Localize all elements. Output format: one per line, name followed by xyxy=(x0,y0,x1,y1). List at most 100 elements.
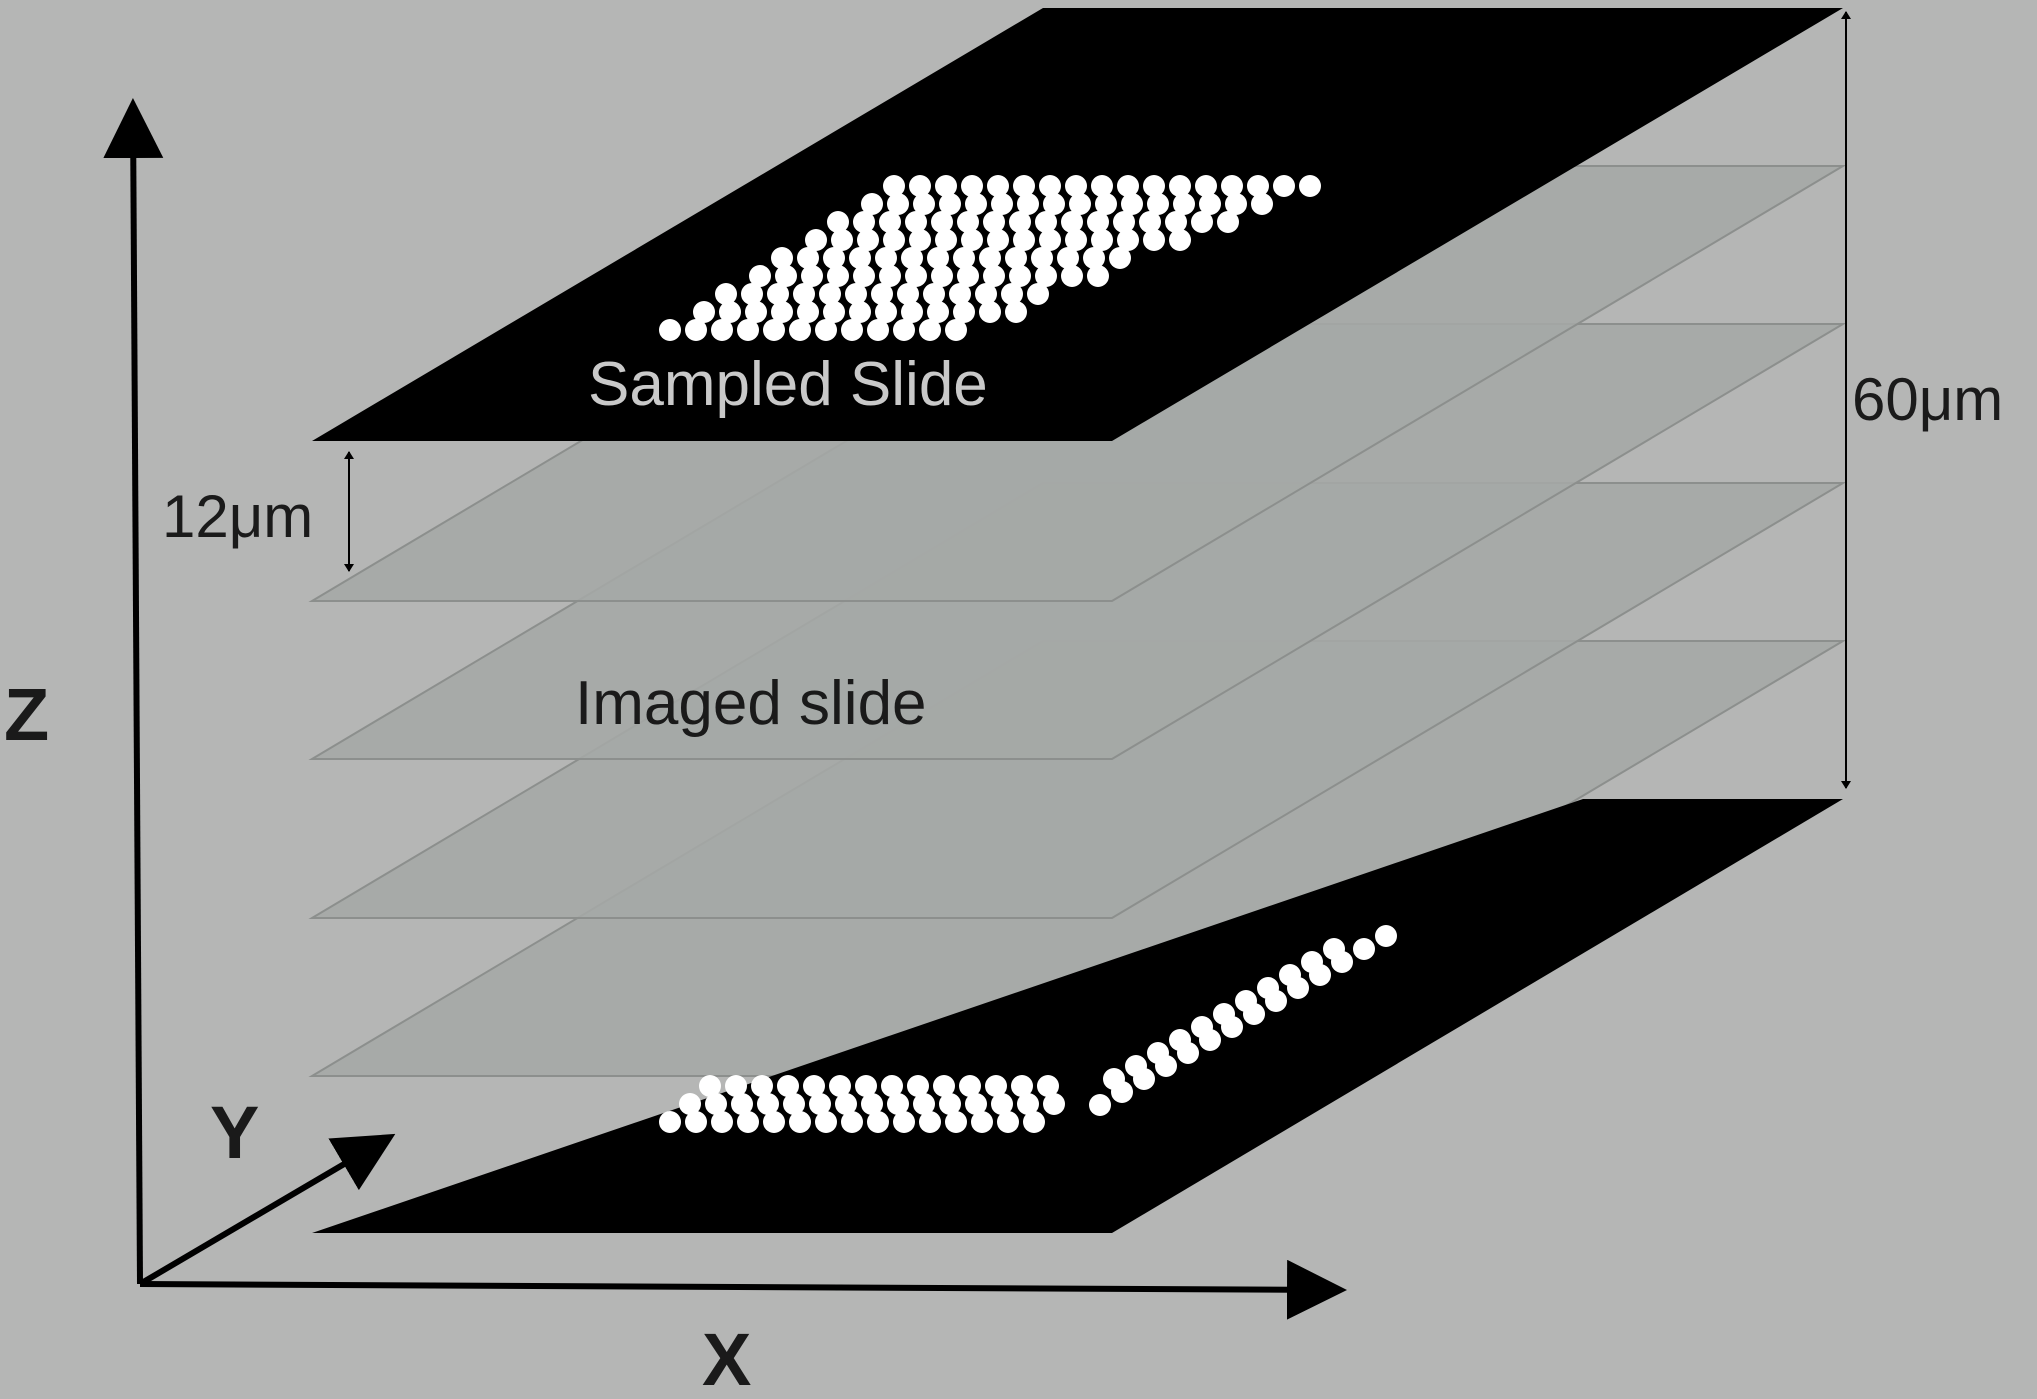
cell-dot xyxy=(991,193,1013,215)
cell-dot xyxy=(801,265,823,287)
cell-dot xyxy=(875,247,897,269)
cell-dot xyxy=(827,265,849,287)
y-axis-label: Y xyxy=(210,1091,259,1174)
cell-dot xyxy=(857,229,879,251)
cell-dot xyxy=(907,1075,929,1097)
cell-dot xyxy=(1121,193,1143,215)
cell-dot xyxy=(971,1111,993,1133)
cell-dot xyxy=(853,211,875,233)
cell-dot xyxy=(939,1093,961,1115)
cell-dot xyxy=(1273,175,1295,197)
imaged-slide-label: Imaged slide xyxy=(575,669,927,738)
cell-dot xyxy=(1265,990,1287,1012)
cell-dot xyxy=(1221,175,1243,197)
cell-dot xyxy=(693,301,715,323)
cell-dot xyxy=(927,247,949,269)
cell-dot xyxy=(1133,1068,1155,1090)
cell-dot xyxy=(731,1093,753,1115)
cell-dot xyxy=(1061,265,1083,287)
cell-dot xyxy=(1165,211,1187,233)
cell-dot xyxy=(797,301,819,323)
cell-dot xyxy=(819,283,841,305)
sampled-slide-label: Sampled Slide xyxy=(588,350,988,419)
cell-dot xyxy=(1225,193,1247,215)
cell-dot xyxy=(1199,1029,1221,1051)
x-axis-label: X xyxy=(702,1318,751,1394)
cell-dot xyxy=(887,1093,909,1115)
cell-dot xyxy=(897,283,919,305)
cell-dot xyxy=(715,283,737,305)
cell-dot xyxy=(979,301,1001,323)
cell-dot xyxy=(1039,175,1061,197)
cell-dot xyxy=(1017,1093,1039,1115)
cell-dot xyxy=(933,1075,955,1097)
cell-dot xyxy=(1091,175,1113,197)
cell-dot xyxy=(919,1111,941,1133)
cell-dot xyxy=(1191,211,1213,233)
cell-dot xyxy=(1309,964,1331,986)
cell-dot xyxy=(823,247,845,269)
cell-dot xyxy=(1001,283,1023,305)
cell-dot xyxy=(931,265,953,287)
cell-dot xyxy=(741,283,763,305)
cell-dot xyxy=(905,265,927,287)
cell-dot xyxy=(1087,211,1109,233)
cell-dot xyxy=(1023,1111,1045,1133)
cell-dot xyxy=(1065,229,1087,251)
cell-dot xyxy=(685,319,707,341)
cell-dot xyxy=(1287,977,1309,999)
cell-dot xyxy=(931,211,953,233)
cell-dot xyxy=(815,319,837,341)
cell-dot xyxy=(901,247,923,269)
cell-dot xyxy=(831,229,853,251)
cell-dot xyxy=(953,301,975,323)
cell-dot xyxy=(737,1111,759,1133)
cell-dot xyxy=(855,1075,877,1097)
cell-dot xyxy=(1177,1042,1199,1064)
cell-dot xyxy=(711,1111,733,1133)
cell-dot xyxy=(1009,211,1031,233)
cell-dot xyxy=(1083,247,1105,269)
cell-dot xyxy=(975,283,997,305)
cell-dot xyxy=(1005,301,1027,323)
cell-dot xyxy=(1143,229,1165,251)
cell-dot xyxy=(711,319,733,341)
cell-dot xyxy=(893,319,915,341)
cell-dot xyxy=(861,193,883,215)
cell-dot xyxy=(1027,283,1049,305)
cell-dot xyxy=(1251,193,1273,215)
cell-dot xyxy=(1139,211,1161,233)
cell-dot xyxy=(1169,229,1191,251)
cell-dot xyxy=(1155,1055,1177,1077)
cell-dot xyxy=(659,1111,681,1133)
cell-dot xyxy=(803,1075,825,1097)
cell-dot xyxy=(1009,265,1031,287)
cell-dot xyxy=(945,1111,967,1133)
cell-dot xyxy=(939,193,961,215)
cell-dot xyxy=(809,1093,831,1115)
cell-dot xyxy=(991,1093,1013,1115)
cell-dot xyxy=(1005,247,1027,269)
cell-dot xyxy=(805,229,827,251)
cell-dot xyxy=(751,1075,773,1097)
cell-dot xyxy=(905,211,927,233)
cell-dot xyxy=(1039,229,1061,251)
cell-dot xyxy=(1013,229,1035,251)
cell-dot xyxy=(927,301,949,323)
cell-dot xyxy=(913,1093,935,1115)
cell-dot xyxy=(1057,247,1079,269)
cell-dot xyxy=(935,229,957,251)
cell-dot xyxy=(1109,247,1131,269)
cell-dot xyxy=(1169,175,1191,197)
cell-dot xyxy=(987,229,1009,251)
cell-dot xyxy=(961,175,983,197)
cell-dot xyxy=(1117,175,1139,197)
cell-dot xyxy=(757,1093,779,1115)
bottom-slide-cells xyxy=(659,925,1397,1133)
cell-dot xyxy=(1247,175,1269,197)
cell-dot xyxy=(1195,175,1217,197)
cell-dot xyxy=(1113,211,1135,233)
cell-dot xyxy=(959,1075,981,1097)
top-slide-cells xyxy=(659,175,1321,341)
